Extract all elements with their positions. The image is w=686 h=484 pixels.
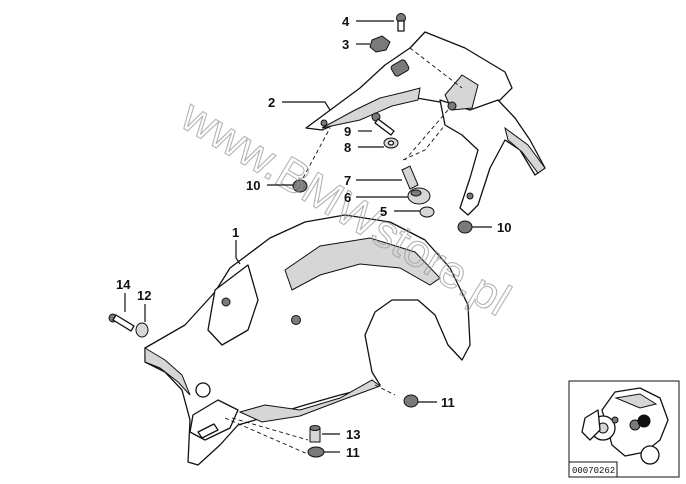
thumbnail-inset: 00070262: [568, 380, 680, 478]
bush-5: [419, 206, 435, 218]
leader-lines: [124, 20, 492, 453]
grommet-10-right: [457, 220, 473, 234]
callout-labels: 4 3 2 9 8 10 7 6 5 10 1 14 12 11 13 11: [116, 14, 511, 460]
callout-13: 13: [346, 427, 360, 442]
screw-14: [108, 313, 135, 332]
callout-11-lower: 11: [346, 445, 360, 460]
bush-6: [407, 187, 431, 205]
callout-10-right: 10: [497, 220, 511, 235]
screw-4: [396, 13, 406, 32]
grommet-10-left: [292, 179, 308, 193]
callout-4: 4: [342, 14, 350, 29]
callout-2: 2: [268, 95, 275, 110]
callout-12: 12: [137, 288, 151, 303]
screw-13: [309, 425, 321, 443]
pin-7: [401, 165, 419, 190]
callout-8: 8: [344, 140, 351, 155]
callout-14: 14: [116, 277, 131, 292]
callout-5: 5: [380, 204, 387, 219]
callout-3: 3: [342, 37, 349, 52]
callout-1: 1: [232, 225, 239, 240]
grommet-11-lower: [307, 446, 325, 458]
screw-9: [371, 112, 395, 136]
callout-10-left: 10: [246, 178, 260, 193]
callout-11-right: 11: [441, 395, 455, 410]
washer-8: [383, 137, 399, 149]
grommet-11-right: [403, 394, 419, 408]
callout-9: 9: [344, 124, 351, 139]
nut-3: [369, 35, 391, 53]
mudguard: [144, 214, 471, 466]
callout-6: 6: [344, 190, 351, 205]
callout-7: 7: [344, 173, 351, 188]
mudguard-bracket: [302, 31, 546, 216]
spacer-12: [135, 322, 149, 338]
reference-number: 00070262: [572, 466, 615, 476]
